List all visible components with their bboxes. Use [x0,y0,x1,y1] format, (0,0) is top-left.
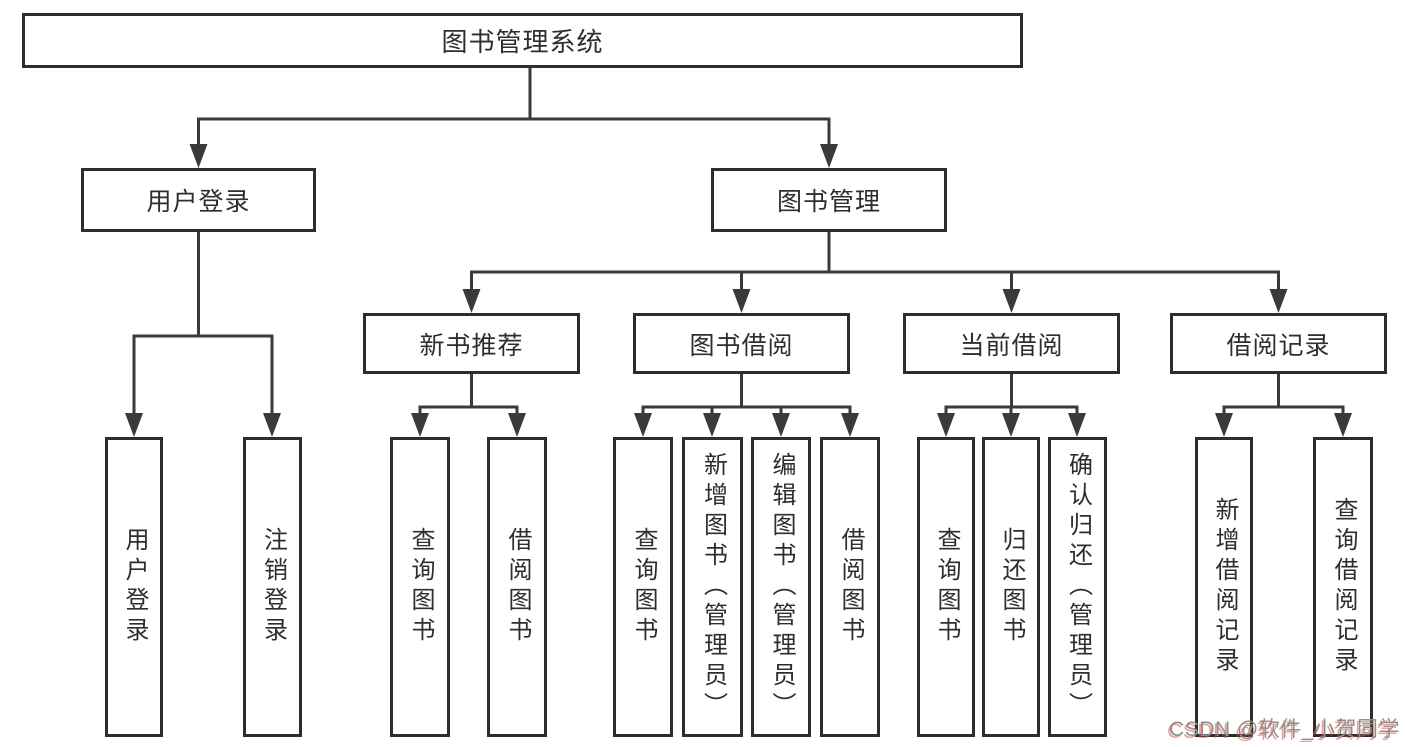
leaf-cb-return-books: 归还图书 [982,437,1040,737]
leaf-bb-borrow-books: 借阅图书 [820,437,880,737]
node-label: 新增图书（管理员） [699,452,727,722]
node-label: 查询图书 [630,527,657,647]
leaf-bb-edit-books-admin: 编辑图书（管理员） [751,437,811,737]
leaf-cb-query-books: 查询图书 [917,437,975,737]
node-label: 借阅图书 [504,527,531,647]
node-book-management: 图书管理 [711,168,947,232]
node-user-login: 用户登录 [81,168,316,232]
leaf-nb-query-books: 查询图书 [390,437,450,737]
node-borrow-records: 借阅记录 [1170,313,1387,374]
node-label: 归还图书 [998,527,1025,647]
node-label: 图书管理 [776,188,881,216]
node-label: 确认归还（管理员） [1064,452,1092,722]
watermark: CSDN @软件_小贺同学 CSDN @软件_小贺同学 [1167,713,1400,743]
node-label: 查询图书 [933,527,960,647]
edge-root-to-level2 [197,68,831,146]
edge-book-borrow-split [641,374,852,415]
leaf-bb-query-books: 查询图书 [613,437,673,737]
edge-user-login-split [132,232,274,415]
node-label: 借阅图书 [837,527,864,647]
leaf-br-add-record: 新增借阅记录 [1195,437,1253,737]
node-label: 注销登录 [259,527,287,647]
leaf-bb-add-books-admin: 新增图书（管理员） [682,437,743,737]
node-label: 当前借阅 [959,331,1064,360]
node-label: 借阅记录 [1226,331,1331,360]
leaf-br-query-record: 查询借阅记录 [1313,437,1373,737]
node-label: 图书管理系统 [441,27,604,57]
node-book-borrow: 图书借阅 [633,313,850,374]
node-label: 新增借阅记录 [1211,497,1238,677]
node-label: 编辑图书（管理员） [768,452,795,722]
edge-new-book-split [418,374,519,415]
node-label: 查询图书 [407,527,434,647]
leaf-logout: 注销登录 [243,437,302,737]
node-new-book-recommend: 新书推荐 [363,313,580,374]
leaf-cb-confirm-return-admin: 确认归还（管理员） [1048,437,1107,737]
node-label: 新书推荐 [419,331,524,360]
node-current-borrow: 当前借阅 [903,313,1120,374]
node-label: 图书借阅 [689,331,794,360]
node-label: 用户登录 [121,527,148,647]
arrowheads [125,144,1352,437]
edge-borrow-records-split [1222,374,1345,415]
watermark-shadow-text: CSDN @软件_小贺同学 [1167,720,1398,743]
node-label: 用户登录 [146,188,251,216]
node-library-system: 图书管理系统 [22,13,1023,68]
node-label: 查询借阅记录 [1330,497,1357,677]
watermark-text: CSDN @软件_小贺同学 [1169,718,1400,741]
edge-current-borrow-split [944,374,1079,415]
leaf-nb-borrow-books: 借阅图书 [487,437,547,737]
leaf-user-login: 用户登录 [105,437,163,737]
edge-book-mgmt-split [470,232,1280,291]
